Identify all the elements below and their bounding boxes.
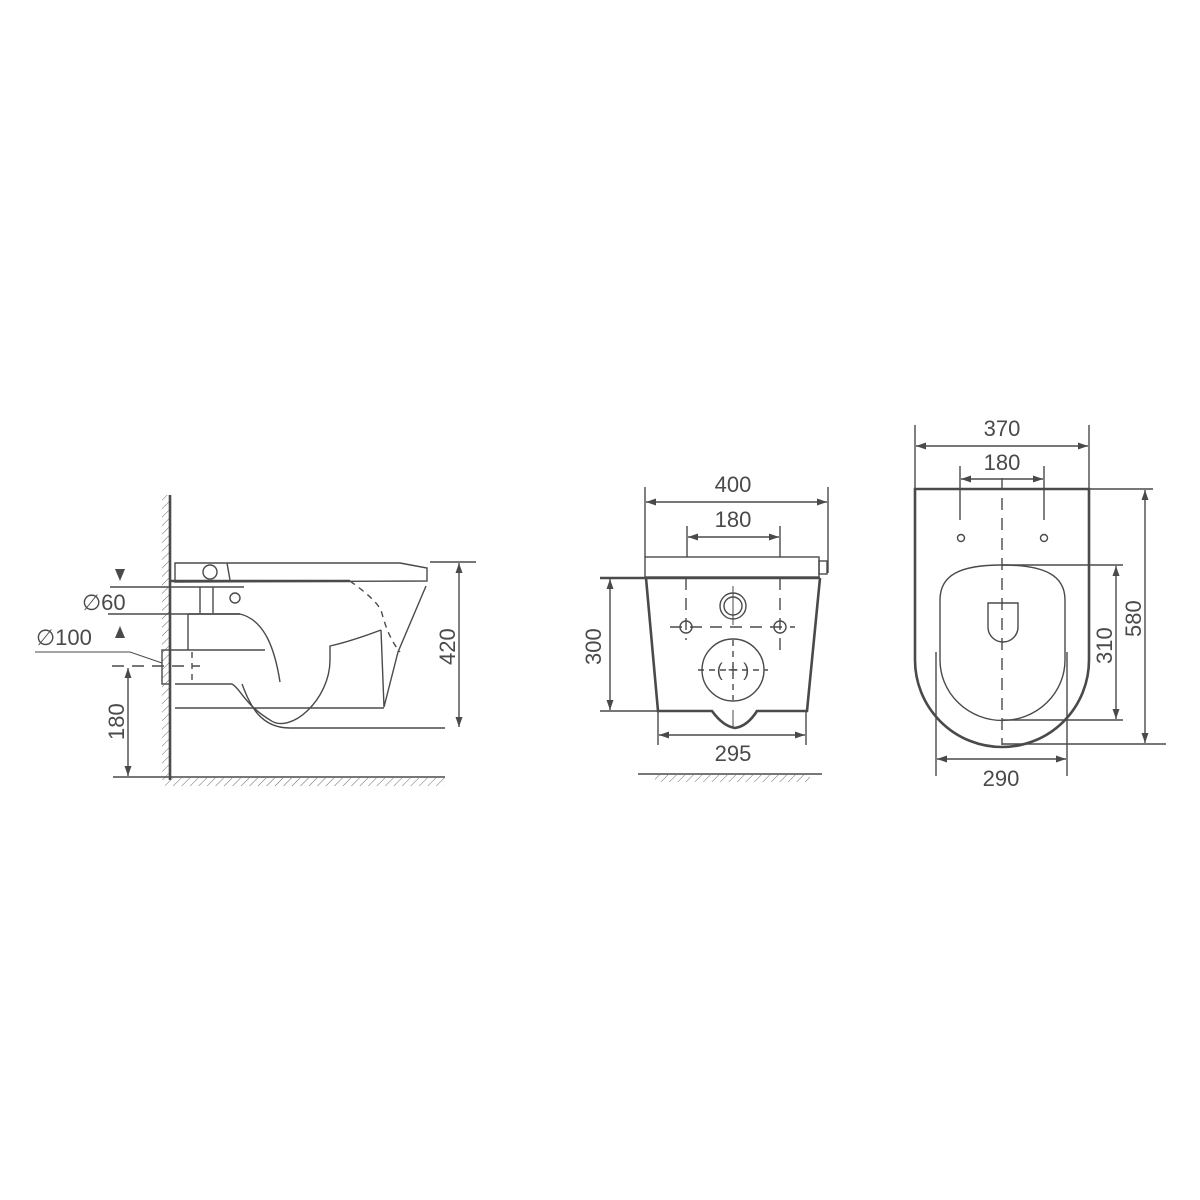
dim-outlet-height: 180 — [104, 703, 129, 740]
bolt-hole-left-icon — [679, 620, 693, 634]
hinge-icon — [202, 564, 218, 580]
top-body-outline — [913, 487, 1091, 749]
seat-lid — [174, 562, 428, 583]
top-bolt-left-icon — [956, 533, 966, 543]
bolt-hole-right-icon — [773, 620, 787, 634]
dim-top-width: 370 — [984, 416, 1021, 441]
bowl-front — [383, 585, 427, 708]
trap-outer — [175, 629, 382, 725]
dim-outlet-diameter: ∅60 — [82, 590, 126, 615]
dim-front-height: 300 — [581, 628, 606, 665]
floor-hatch — [165, 778, 445, 786]
flush-hole-icon — [987, 602, 1019, 643]
dim-total-length: 580 — [1121, 600, 1146, 637]
front-body — [644, 577, 822, 730]
dim-arrow-down-icon — [115, 569, 125, 581]
dim-seat-width: 290 — [983, 766, 1020, 791]
dim-base-width: 295 — [715, 741, 752, 766]
dim-total-width: 400 — [715, 472, 752, 497]
seat-outline — [939, 564, 1066, 722]
wall-hatch — [162, 495, 170, 780]
side-view: ∅60 ∅100 180 420 — [35, 495, 476, 786]
dim-inlet-diameter: ∅100 — [36, 625, 92, 650]
top-bolt-right-icon — [1039, 533, 1049, 543]
dim-arrow-up-icon — [115, 626, 125, 638]
dim-seat-length: 310 — [1092, 627, 1117, 664]
floor-hatch-front — [655, 775, 810, 782]
trap-inner — [188, 613, 281, 683]
dim-bolt-spacing-top: 180 — [984, 450, 1021, 475]
bowl-hidden-line — [349, 580, 401, 653]
front-view: ( + ) 400 180 300 295 — [581, 472, 829, 782]
top-view: 370 180 310 580 290 — [913, 416, 1166, 791]
dim-bolt-spacing-front: 180 — [715, 507, 752, 532]
seat-band — [644, 556, 820, 578]
dim-height: 420 — [435, 628, 460, 665]
outlet-flange — [161, 649, 171, 685]
inlet-icon — [229, 592, 241, 604]
svg-text:( + ): ( + ) — [717, 660, 750, 680]
